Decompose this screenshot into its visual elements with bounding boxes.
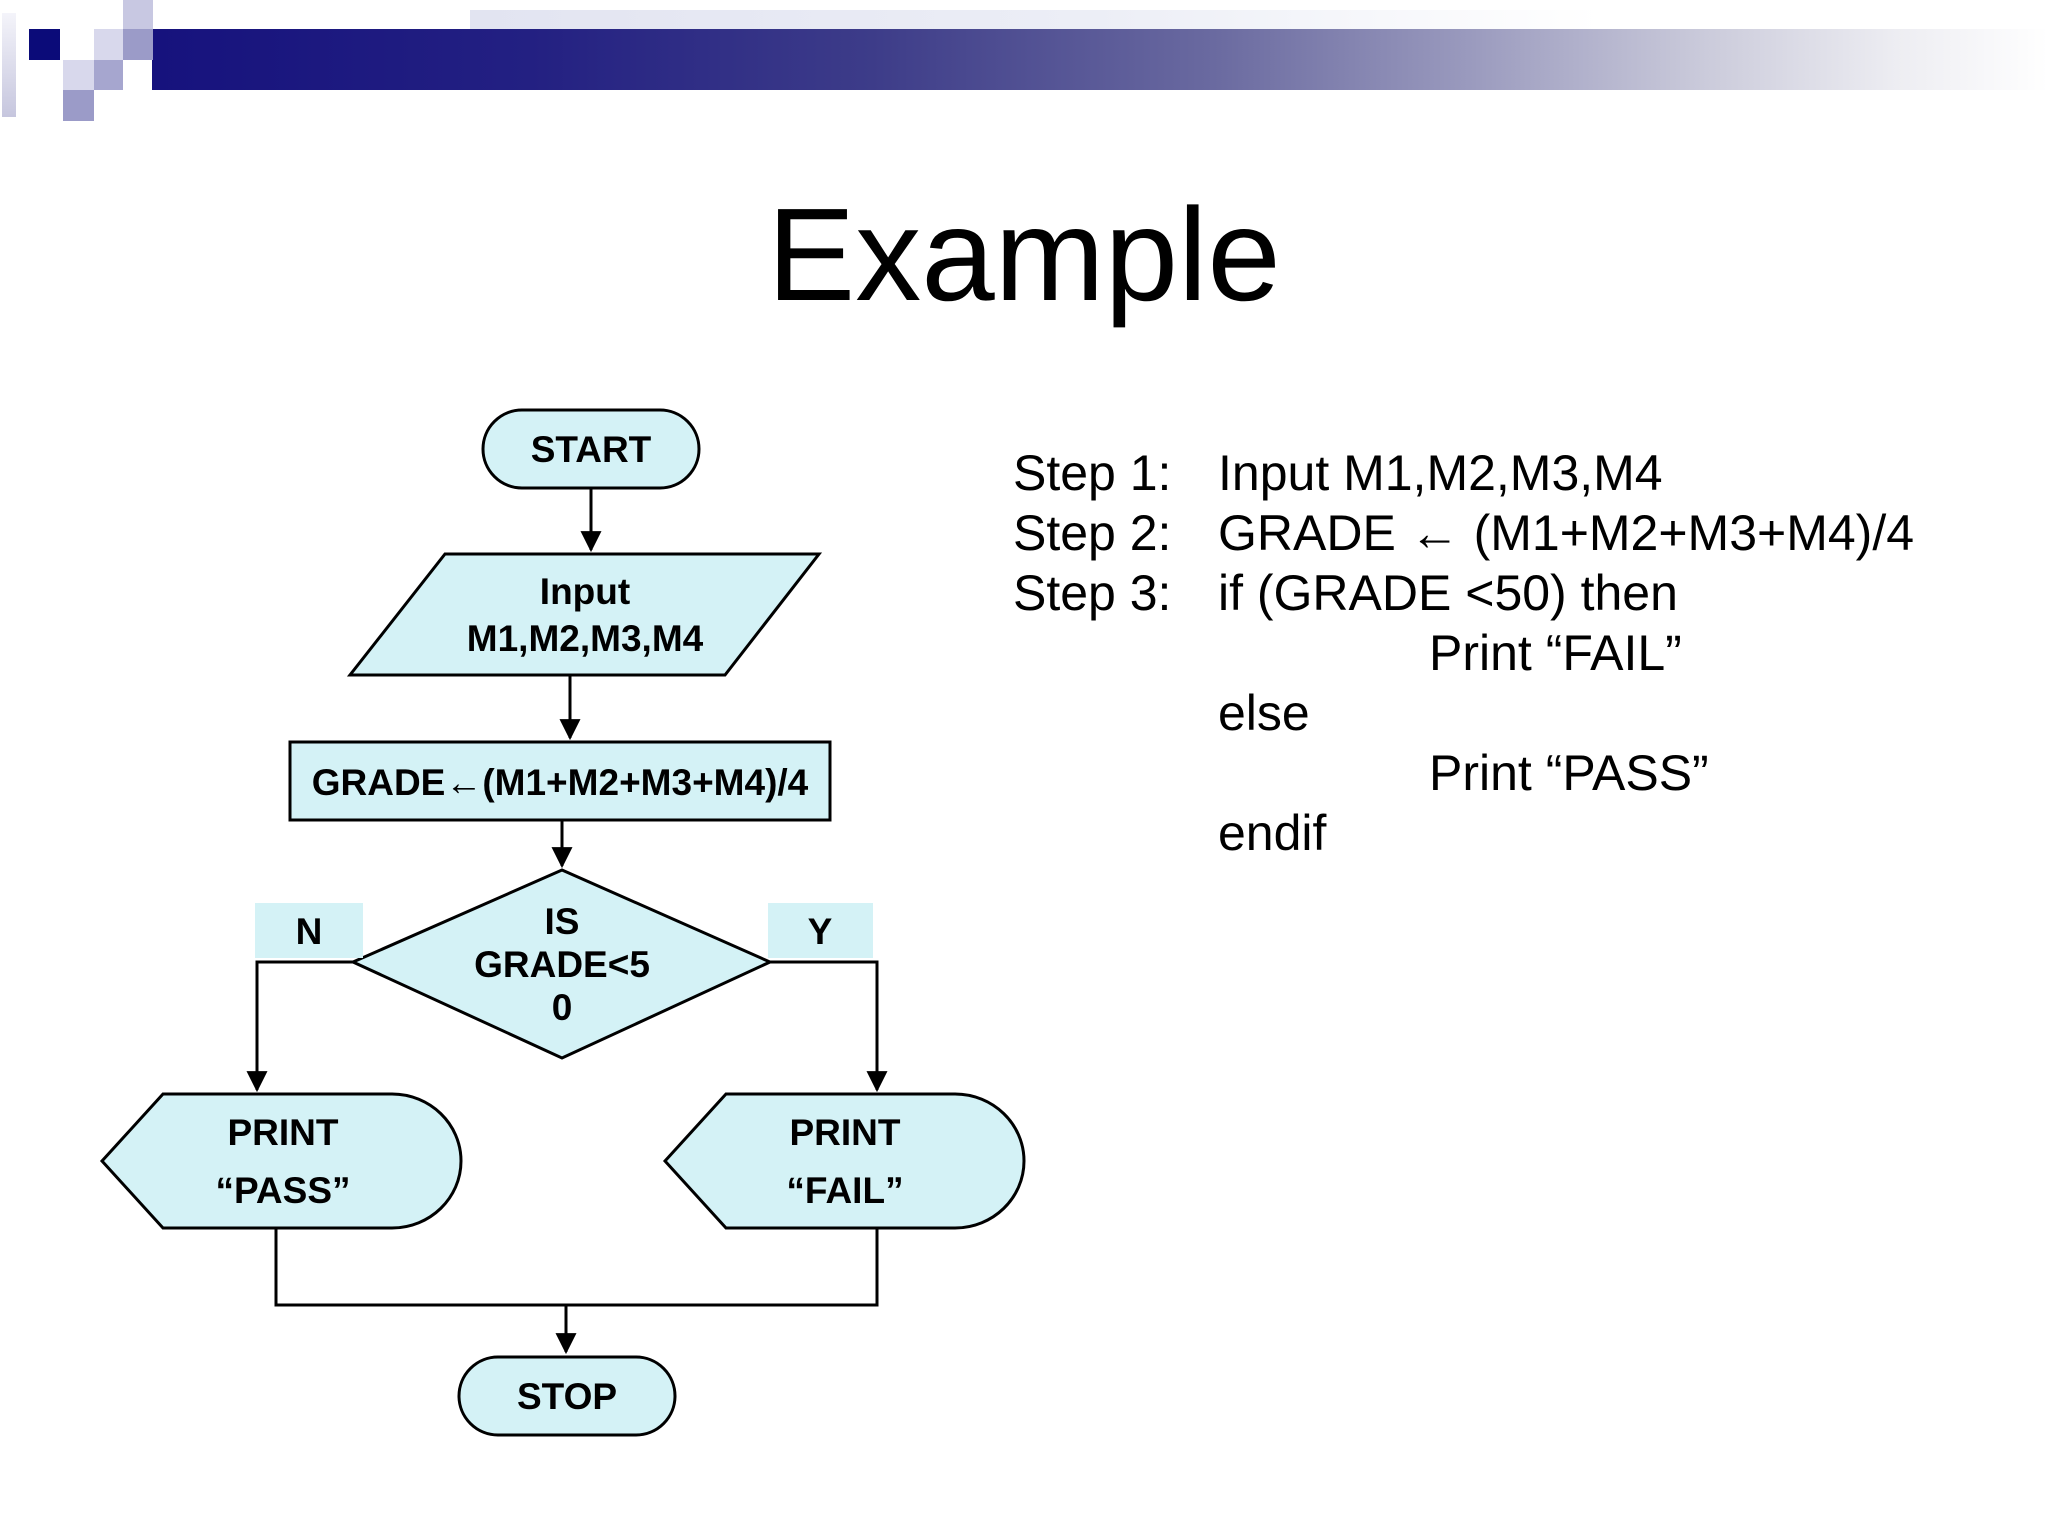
deco-square-top xyxy=(123,0,153,29)
no-label-box xyxy=(255,903,363,958)
pseudocode-line: Step 1: Input M1,M2,M3,M4 xyxy=(1013,443,1914,503)
input-label-line1: Input xyxy=(540,571,630,612)
pseudocode-block: Step 1: Input M1,M2,M3,M4 Step 2: GRADE … xyxy=(1013,443,1914,863)
deco-square-medium-1 xyxy=(123,29,153,60)
print-pass-display-shape xyxy=(99,1092,463,1230)
input-label-line2: M1,M2,M3,M4 xyxy=(467,618,704,659)
stop-terminator-shape xyxy=(457,1355,677,1437)
decision-label-line2: GRADE<5 xyxy=(474,944,650,985)
step-text: Input M1,M2,M3,M4 xyxy=(1218,445,1663,501)
deco-left-strip xyxy=(2,13,16,117)
step-text: endif xyxy=(1218,805,1327,861)
connector-no-branch xyxy=(246,960,353,1093)
step-label xyxy=(1013,803,1218,863)
process-rect-shape xyxy=(288,740,832,822)
banner-top-stripe xyxy=(470,10,1600,29)
step-text: GRADE ← (M1+M2+M3+M4)/4 xyxy=(1218,505,1915,561)
deco-square-navy xyxy=(29,29,60,60)
no-branch-label: N xyxy=(296,911,323,952)
print-pass-label-line2: “PASS” xyxy=(215,1170,350,1211)
step-text: else xyxy=(1218,685,1310,741)
print-pass-label-line1: PRINT xyxy=(228,1112,339,1153)
banner-gradient-bar xyxy=(152,29,2048,90)
step-label: Step 2: xyxy=(1013,505,1172,561)
decision-label-line3: 0 xyxy=(552,987,573,1028)
pseudocode-line: Print “PASS” xyxy=(1013,743,1914,803)
step-text: Print “FAIL” xyxy=(1429,625,1682,681)
pseudocode-line: Step 3: if (GRADE <50) then xyxy=(1013,563,1914,623)
process-label: GRADE←(M1+M2+M3+M4)/4 xyxy=(312,762,809,803)
pseudocode-line: endif xyxy=(1013,803,1914,863)
pseudocode-line: else xyxy=(1013,683,1914,743)
slide-title: Example xyxy=(767,181,1281,328)
start-label: START xyxy=(531,429,652,470)
deco-square-medium-3 xyxy=(63,90,94,121)
step-label xyxy=(1013,683,1218,743)
decision-diamond-shape xyxy=(349,868,774,1060)
connector-yes-branch xyxy=(770,960,888,1093)
pseudocode-line: Print “FAIL” xyxy=(1013,623,1914,683)
step-label: Step 1: xyxy=(1013,445,1172,501)
connector-merge xyxy=(274,1228,879,1307)
step-label xyxy=(1013,743,1218,803)
print-fail-label-line2: “FAIL” xyxy=(786,1170,903,1211)
stop-label: STOP xyxy=(517,1376,617,1417)
step-text: if (GRADE <50) then xyxy=(1218,565,1678,621)
print-fail-label-line1: PRINT xyxy=(790,1112,901,1153)
yes-branch-label: Y xyxy=(808,911,833,952)
yes-label-box xyxy=(768,903,873,958)
deco-square-light-2 xyxy=(63,60,94,90)
step-label xyxy=(1013,623,1218,683)
pseudocode-line: Step 2: GRADE ← (M1+M2+M3+M4)/4 xyxy=(1013,503,1914,563)
step-text: Print “PASS” xyxy=(1429,745,1709,801)
input-parallelogram-shape xyxy=(346,552,823,677)
step-label: Step 3: xyxy=(1013,565,1172,621)
decision-label-line1: IS xyxy=(545,901,580,942)
deco-square-light-1 xyxy=(94,29,123,60)
print-fail-display-shape xyxy=(662,1092,1026,1230)
deco-square-medium-2 xyxy=(94,60,123,90)
start-terminator-shape xyxy=(481,408,701,490)
